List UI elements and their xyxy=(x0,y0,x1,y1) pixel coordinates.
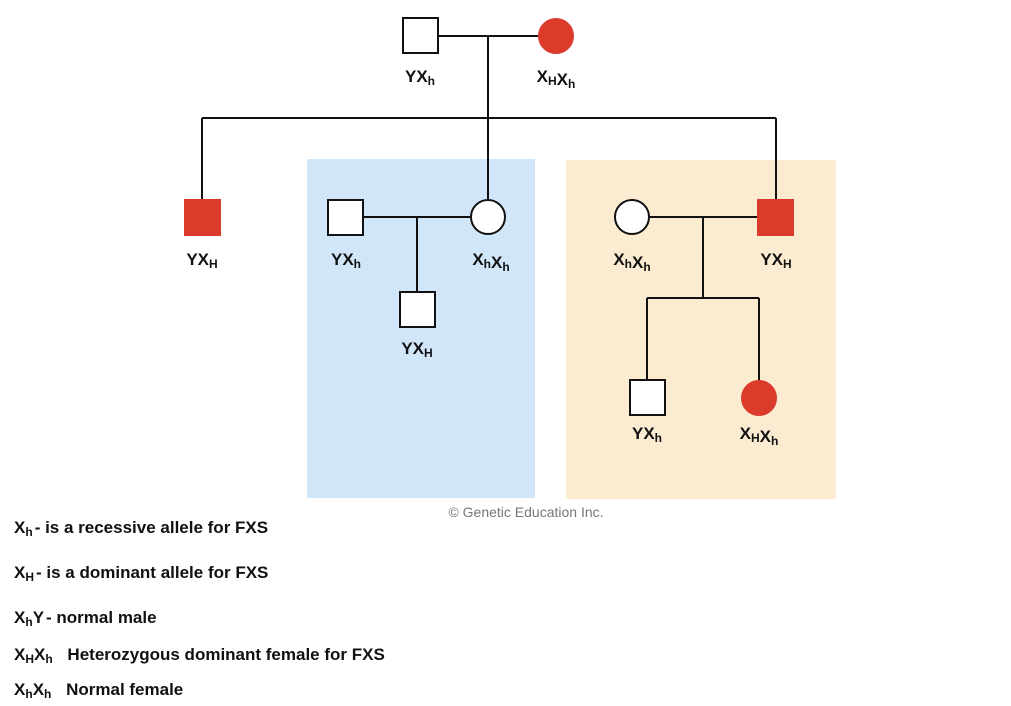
legend-row: XhY- normal male xyxy=(14,608,157,629)
male-symbol xyxy=(399,291,436,328)
male-symbol xyxy=(184,199,221,236)
genotype-label: XHXh xyxy=(740,424,779,448)
allele-subscript: H xyxy=(548,74,557,88)
grandson-right: YXh xyxy=(629,379,666,445)
child-1-male: YXH xyxy=(184,199,221,271)
allele-letter: X xyxy=(632,253,644,272)
genotype-label: YXH xyxy=(186,250,217,271)
legend-row: XHXh Heterozygous dominant female for FX… xyxy=(14,645,385,666)
allele-letter: Y xyxy=(186,250,198,269)
allele-subscript: H xyxy=(25,652,35,666)
allele-subscript: h xyxy=(625,257,632,271)
male-symbol xyxy=(757,199,794,236)
allele-subscript: H xyxy=(751,431,760,445)
allele-subscript: h xyxy=(502,260,509,274)
allele-letter: Y xyxy=(760,250,772,269)
allele-letter: Y xyxy=(632,424,644,443)
allele-letter: X xyxy=(760,427,772,446)
allele-subscript: h xyxy=(25,687,33,701)
allele-letter: X xyxy=(472,250,484,269)
allele-letter: X xyxy=(416,67,428,86)
male-symbol xyxy=(629,379,666,416)
legend-text: Normal female xyxy=(61,680,184,699)
female-symbol xyxy=(538,18,574,54)
genotype-label: XhXh xyxy=(613,250,650,274)
allele-subscript: H xyxy=(783,257,792,271)
female-symbol xyxy=(470,199,506,235)
legend-symbol: Xh xyxy=(14,518,33,539)
male-symbol xyxy=(327,199,364,236)
grandfather: YXh xyxy=(402,17,439,88)
allele-subscript: h xyxy=(25,615,33,629)
pedigree-lines xyxy=(201,35,777,381)
allele-letter: X xyxy=(342,250,354,269)
male-symbol xyxy=(402,17,439,54)
child-2-spouse-male: YXh xyxy=(327,199,364,271)
allele-subscript: H xyxy=(424,346,433,360)
allele-subscript: h xyxy=(354,257,361,271)
granddaughter-right: XHXh xyxy=(740,380,779,448)
allele-letter: X xyxy=(643,424,655,443)
legend-row: XhXh Normal female xyxy=(14,680,184,701)
legend-row: XH- is a dominant allele for FXS xyxy=(14,563,269,584)
child-3-spouse-female: XhXh xyxy=(613,199,651,274)
allele-letter: X xyxy=(613,250,625,269)
allele-subscript: h xyxy=(655,431,662,445)
legend-symbol: XhXh xyxy=(14,680,52,701)
allele-letter: X xyxy=(198,250,210,269)
legend-symbol: XH xyxy=(14,563,35,584)
legend-symbol: XhY xyxy=(14,608,45,629)
legend-text: - normal male xyxy=(46,608,157,627)
genotype-label: YXh xyxy=(632,424,662,445)
allele-letter: X xyxy=(491,253,503,272)
grandmother: XHXh xyxy=(537,18,576,91)
allele-letter: X xyxy=(537,67,549,86)
allele-subscript: h xyxy=(643,260,650,274)
allele-subscript: H xyxy=(209,257,218,271)
grandson-left: YXH xyxy=(399,291,436,360)
legend-text: - is a dominant allele for FXS xyxy=(36,563,269,582)
allele-subscript: h xyxy=(568,77,575,91)
allele-letter: X xyxy=(557,70,569,89)
allele-letter: X xyxy=(772,250,784,269)
allele-subscript: h xyxy=(771,434,778,448)
copyright: © Genetic Education Inc. xyxy=(448,504,603,520)
allele-subscript: h xyxy=(44,687,52,701)
allele-letter: Y xyxy=(331,250,343,269)
legend-text: Heterozygous dominant female for FXS xyxy=(62,645,385,664)
child-2-female: XhXh xyxy=(470,199,510,274)
genotype-label: YXH xyxy=(760,250,791,271)
child-3-male: YXH xyxy=(757,199,794,271)
allele-subscript: h xyxy=(428,74,435,88)
allele-subscript: h xyxy=(25,525,33,539)
allele-letter: Y xyxy=(405,67,417,86)
legend-symbol: XHXh xyxy=(14,645,53,666)
allele-subscript: h xyxy=(484,257,491,271)
female-symbol xyxy=(614,199,650,235)
family-panel-right xyxy=(566,160,836,499)
genotype-label: XHXh xyxy=(537,67,576,91)
genotype-label: YXh xyxy=(331,250,361,271)
allele-letter: Y xyxy=(401,339,413,358)
genotype-label: YXh xyxy=(405,67,435,88)
legend-text: - is a recessive allele for FXS xyxy=(34,518,269,537)
female-symbol xyxy=(741,380,777,416)
allele-letter: X xyxy=(413,339,425,358)
genotype-label: XhXh xyxy=(472,250,509,274)
allele-letter: X xyxy=(740,424,752,443)
legend-row: Xh- is a recessive allele for FXS xyxy=(14,518,269,539)
allele-subscript: H xyxy=(25,570,35,584)
genotype-label: YXH xyxy=(401,339,432,360)
allele-subscript: h xyxy=(45,652,53,666)
